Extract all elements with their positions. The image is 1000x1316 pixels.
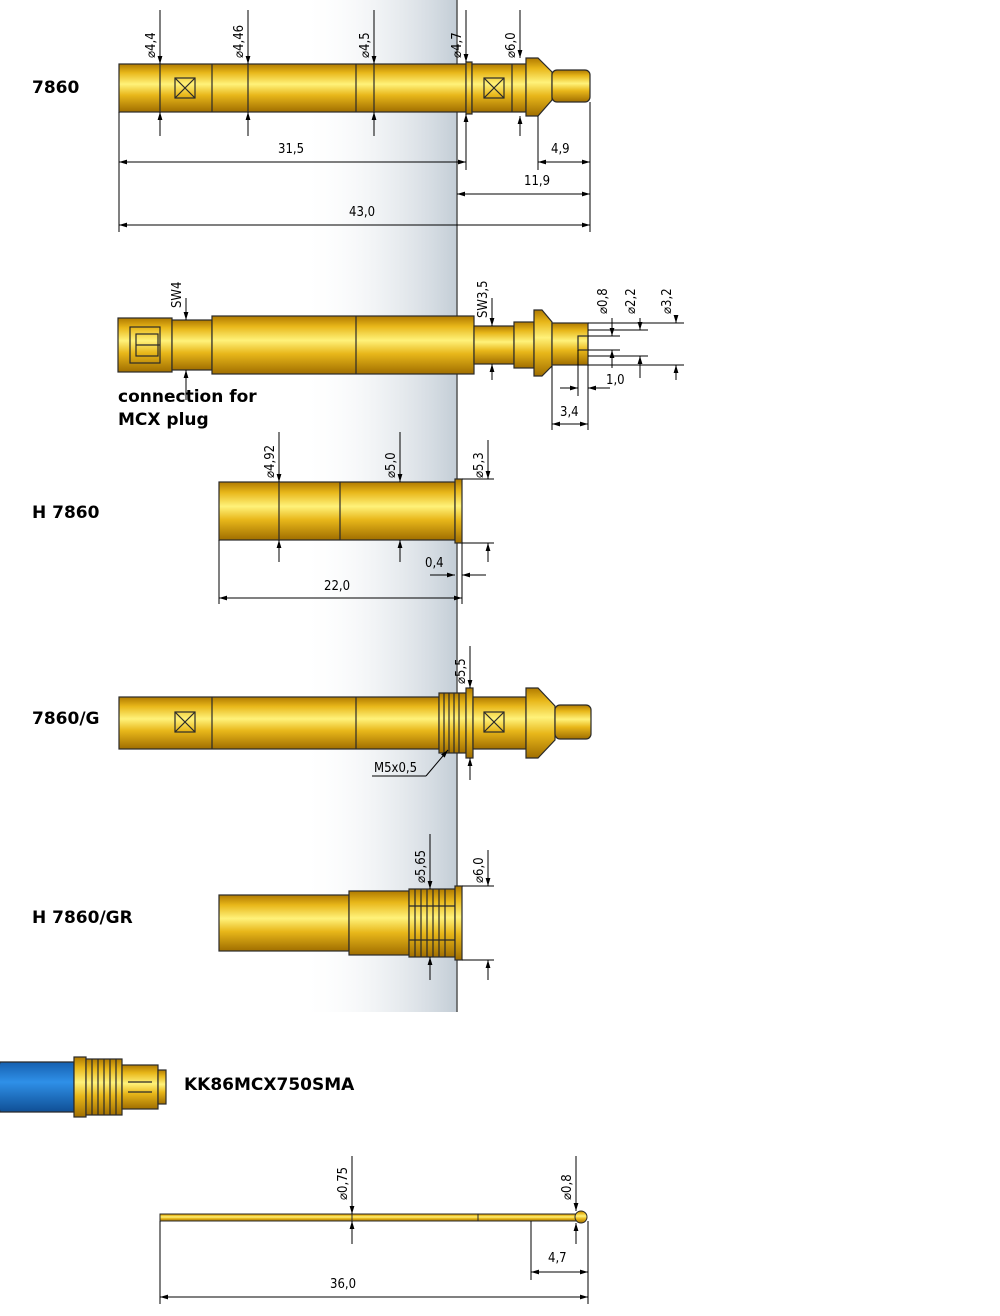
dim-pin-len-36-0: 36,0 <box>330 1277 356 1292</box>
dim-7860-dia-4-46: ⌀4,46 <box>232 25 247 58</box>
dim-7860-dia-4-4: ⌀4,4 <box>144 32 159 58</box>
part-label-kk86mcx750sma: KK86MCX750SMA <box>184 1075 355 1095</box>
dim-rear-sw4: SW4 <box>170 282 185 308</box>
part-h7860gr-dimensions <box>427 834 494 980</box>
dim-pin-dia-0-8: ⌀0,8 <box>560 1174 575 1200</box>
dim-7860-len-4-9: 4,9 <box>551 142 570 157</box>
dim-rear-dia-2-2: ⌀2,2 <box>624 288 639 314</box>
note-connection-line-2: MCX plug <box>118 410 209 430</box>
part-7860g-drawing <box>118 687 592 759</box>
dim-7860-dia-4-5: ⌀4,5 <box>358 32 373 58</box>
dim-7860g-dia-5-5: ⌀5,5 <box>454 658 469 684</box>
part-label-h7860: H 7860 <box>32 503 100 523</box>
dim-7860-dia-6-0: ⌀6,0 <box>504 32 519 58</box>
dim-7860-len-43-0: 43,0 <box>349 205 375 220</box>
part-h7860-drawing <box>218 478 463 544</box>
dim-rear-len-3-4: 3,4 <box>560 405 579 420</box>
dim-rear-sw3-5: SW3,5 <box>476 280 491 318</box>
dim-7860-len-31-5: 31,5 <box>278 142 304 157</box>
part-7860-rear-drawing <box>117 309 589 377</box>
dim-7860-dia-4-7: ⌀4,7 <box>450 32 465 58</box>
part-7860g-dimensions <box>372 646 473 780</box>
dim-pin-len-4-7: 4,7 <box>548 1251 567 1266</box>
dim-h7860-len-22-0: 22,0 <box>324 579 350 594</box>
dim-pin-dia-0-75: ⌀0,75 <box>336 1167 351 1200</box>
dim-h7860gr-dia-5-65: ⌀5,65 <box>414 850 429 883</box>
dim-rear-dia-0-8: ⌀0,8 <box>596 288 611 314</box>
part-label-7860g: 7860/G <box>32 709 100 729</box>
part-label-h7860gr: H 7860/GR <box>32 908 133 928</box>
dim-h7860gr-dia-6-0: ⌀6,0 <box>472 857 487 883</box>
dim-rear-len-1-0: 1,0 <box>606 373 625 388</box>
dim-h7860-dia-5-0: ⌀5,0 <box>384 452 399 478</box>
part-pin-drawing <box>159 1210 588 1224</box>
part-label-7860: 7860 <box>32 78 80 98</box>
dim-h7860-len-0-4: 0,4 <box>425 556 444 571</box>
part-pin-dimensions <box>159 1156 589 1304</box>
dim-7860-len-11-9: 11,9 <box>524 174 550 189</box>
part-7860-dimensions <box>118 10 591 232</box>
note-connection-line-1: connection for <box>118 387 257 407</box>
part-kk-cable-drawing <box>0 1056 167 1118</box>
dim-7860g-thread: M5x0,5 <box>374 761 417 776</box>
dim-h7860-dia-4-92: ⌀4,92 <box>263 445 278 478</box>
part-h7860gr-drawing <box>218 885 463 961</box>
part-7860-drawing <box>118 57 591 117</box>
part-h7860-dimensions <box>218 432 494 604</box>
part-7860-rear-dimensions <box>183 298 684 430</box>
dim-rear-dia-3-2: ⌀3,2 <box>660 288 675 314</box>
dim-h7860-dia-5-3: ⌀5,3 <box>472 452 487 478</box>
